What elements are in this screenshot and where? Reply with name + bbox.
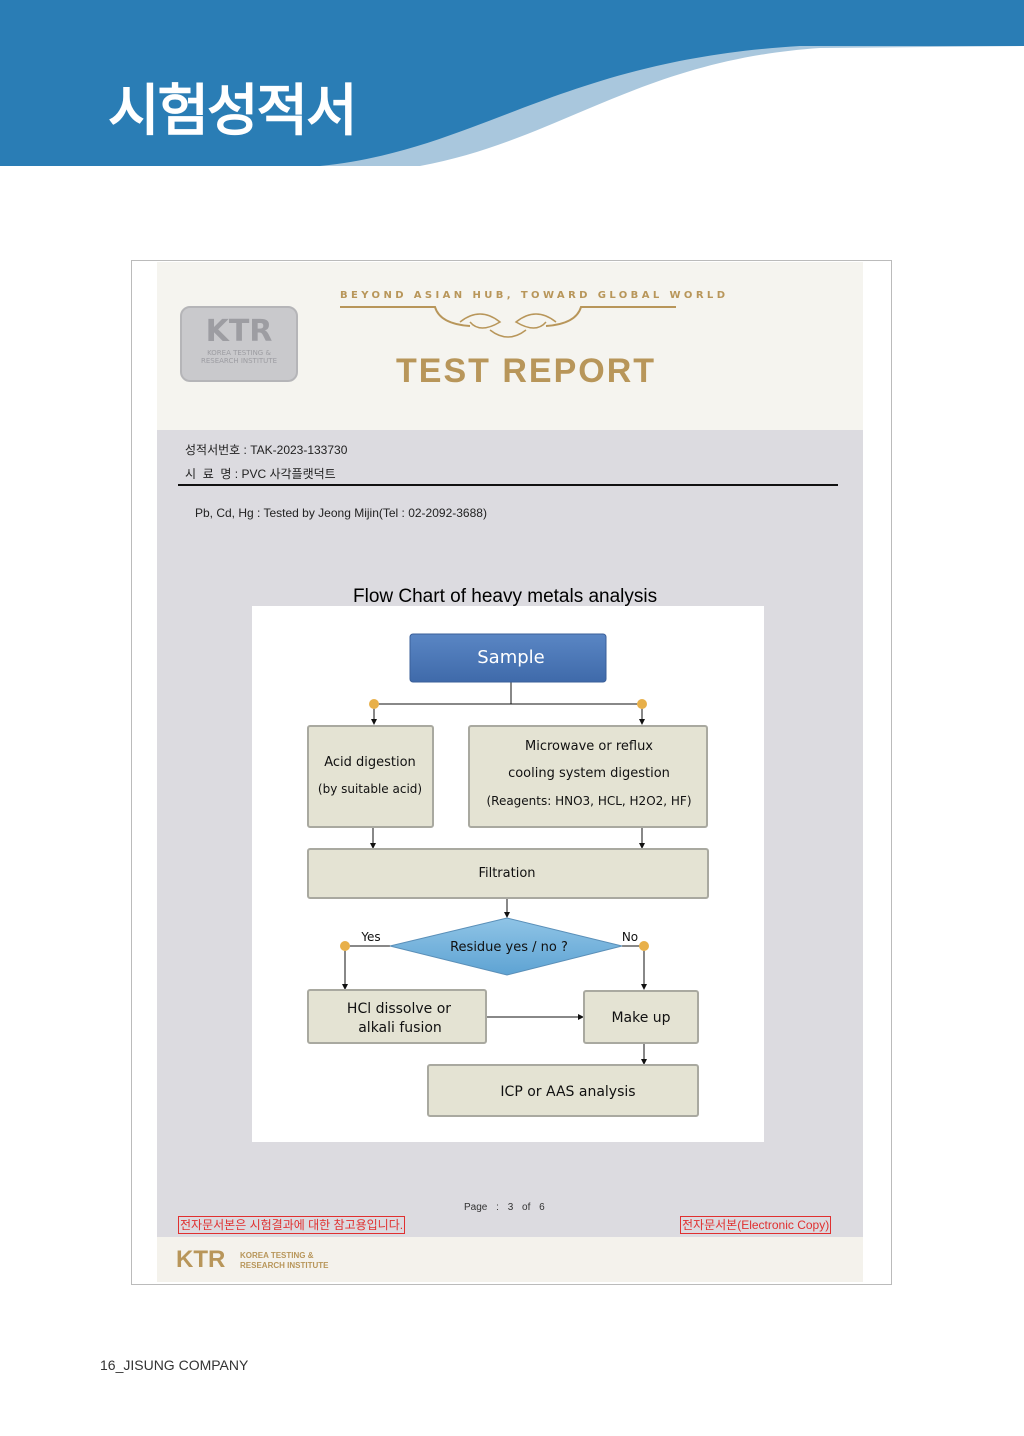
footer-logo-sub: RESEARCH INSTITUTE [240, 1261, 329, 1270]
makeup-node [583, 990, 699, 1044]
logo-sub: RESEARCH INSTITUTE [200, 357, 277, 365]
residue-decision-node [389, 917, 623, 976]
hcl-label: alkali fusion [358, 1020, 442, 1036]
residue-label: Residue yes / no ? [450, 940, 568, 955]
sample-node [409, 633, 607, 683]
slogan: BEYOND ASIAN HUB, TOWARD GLOBAL WORLD [340, 290, 729, 301]
filtration-node [307, 848, 709, 899]
report-title: TEST REPORT [396, 352, 657, 390]
acid-label: (by suitable acid) [318, 782, 422, 796]
yes-label: Yes [360, 930, 380, 944]
microwave-label: Microwave or reflux [525, 739, 653, 754]
icp-node [427, 1064, 699, 1117]
acid-digestion-node [307, 725, 434, 828]
icp-label: ICP or AAS analysis [500, 1084, 635, 1100]
microwave-label: cooling system digestion [508, 766, 670, 781]
hcl-node [307, 989, 487, 1044]
notice-right: 전자문서본(Electronic Copy) [680, 1216, 832, 1234]
flowchart: Sample Acid digestion (by suitable acid)… [252, 606, 764, 1142]
page-footer-company: 16_JISUNG COMPANY [100, 1357, 249, 1373]
page-title: 시험성적서 [108, 79, 358, 144]
hcl-label: HCl dissolve or [347, 1001, 451, 1017]
flowchart-title: Flow Chart of heavy metals analysis [353, 586, 658, 607]
logo-text: KTR [205, 314, 273, 349]
notice-left: 전자문서본은 시험결과에 대한 참고용입니다. [178, 1216, 406, 1234]
footer-logo-sub: KOREA TESTING & [240, 1251, 314, 1260]
microwave-node [468, 725, 708, 828]
filtration-label: Filtration [478, 866, 535, 881]
microwave-label: (Reagents: HNO3, HCL, H2O2, HF) [486, 794, 691, 808]
report-number: 성적서번호 : TAK-2023-133730 [185, 443, 348, 457]
report-footer [157, 1237, 863, 1282]
sample-name: 시 료 명 : PVC 사각플랫덕트 [185, 467, 336, 481]
tester-info: Pb, Cd, Hg : Tested by Jeong Mijin(Tel :… [195, 506, 487, 520]
acid-label: Acid digestion [324, 755, 416, 770]
logo-sub: KOREA TESTING & [207, 349, 271, 357]
divider [178, 484, 838, 486]
no-label: No [622, 930, 638, 944]
makeup-label: Make up [611, 1010, 670, 1026]
page-number: Page : 3 of 6 [464, 1202, 545, 1213]
header-banner [0, 0, 1024, 166]
footer-logo: KTR [176, 1246, 226, 1273]
ktr-logo: KTR KOREA TESTING & RESEARCH INSTITUTE [180, 306, 298, 382]
ornament-icon [340, 306, 676, 338]
sample-label: Sample [477, 647, 545, 668]
